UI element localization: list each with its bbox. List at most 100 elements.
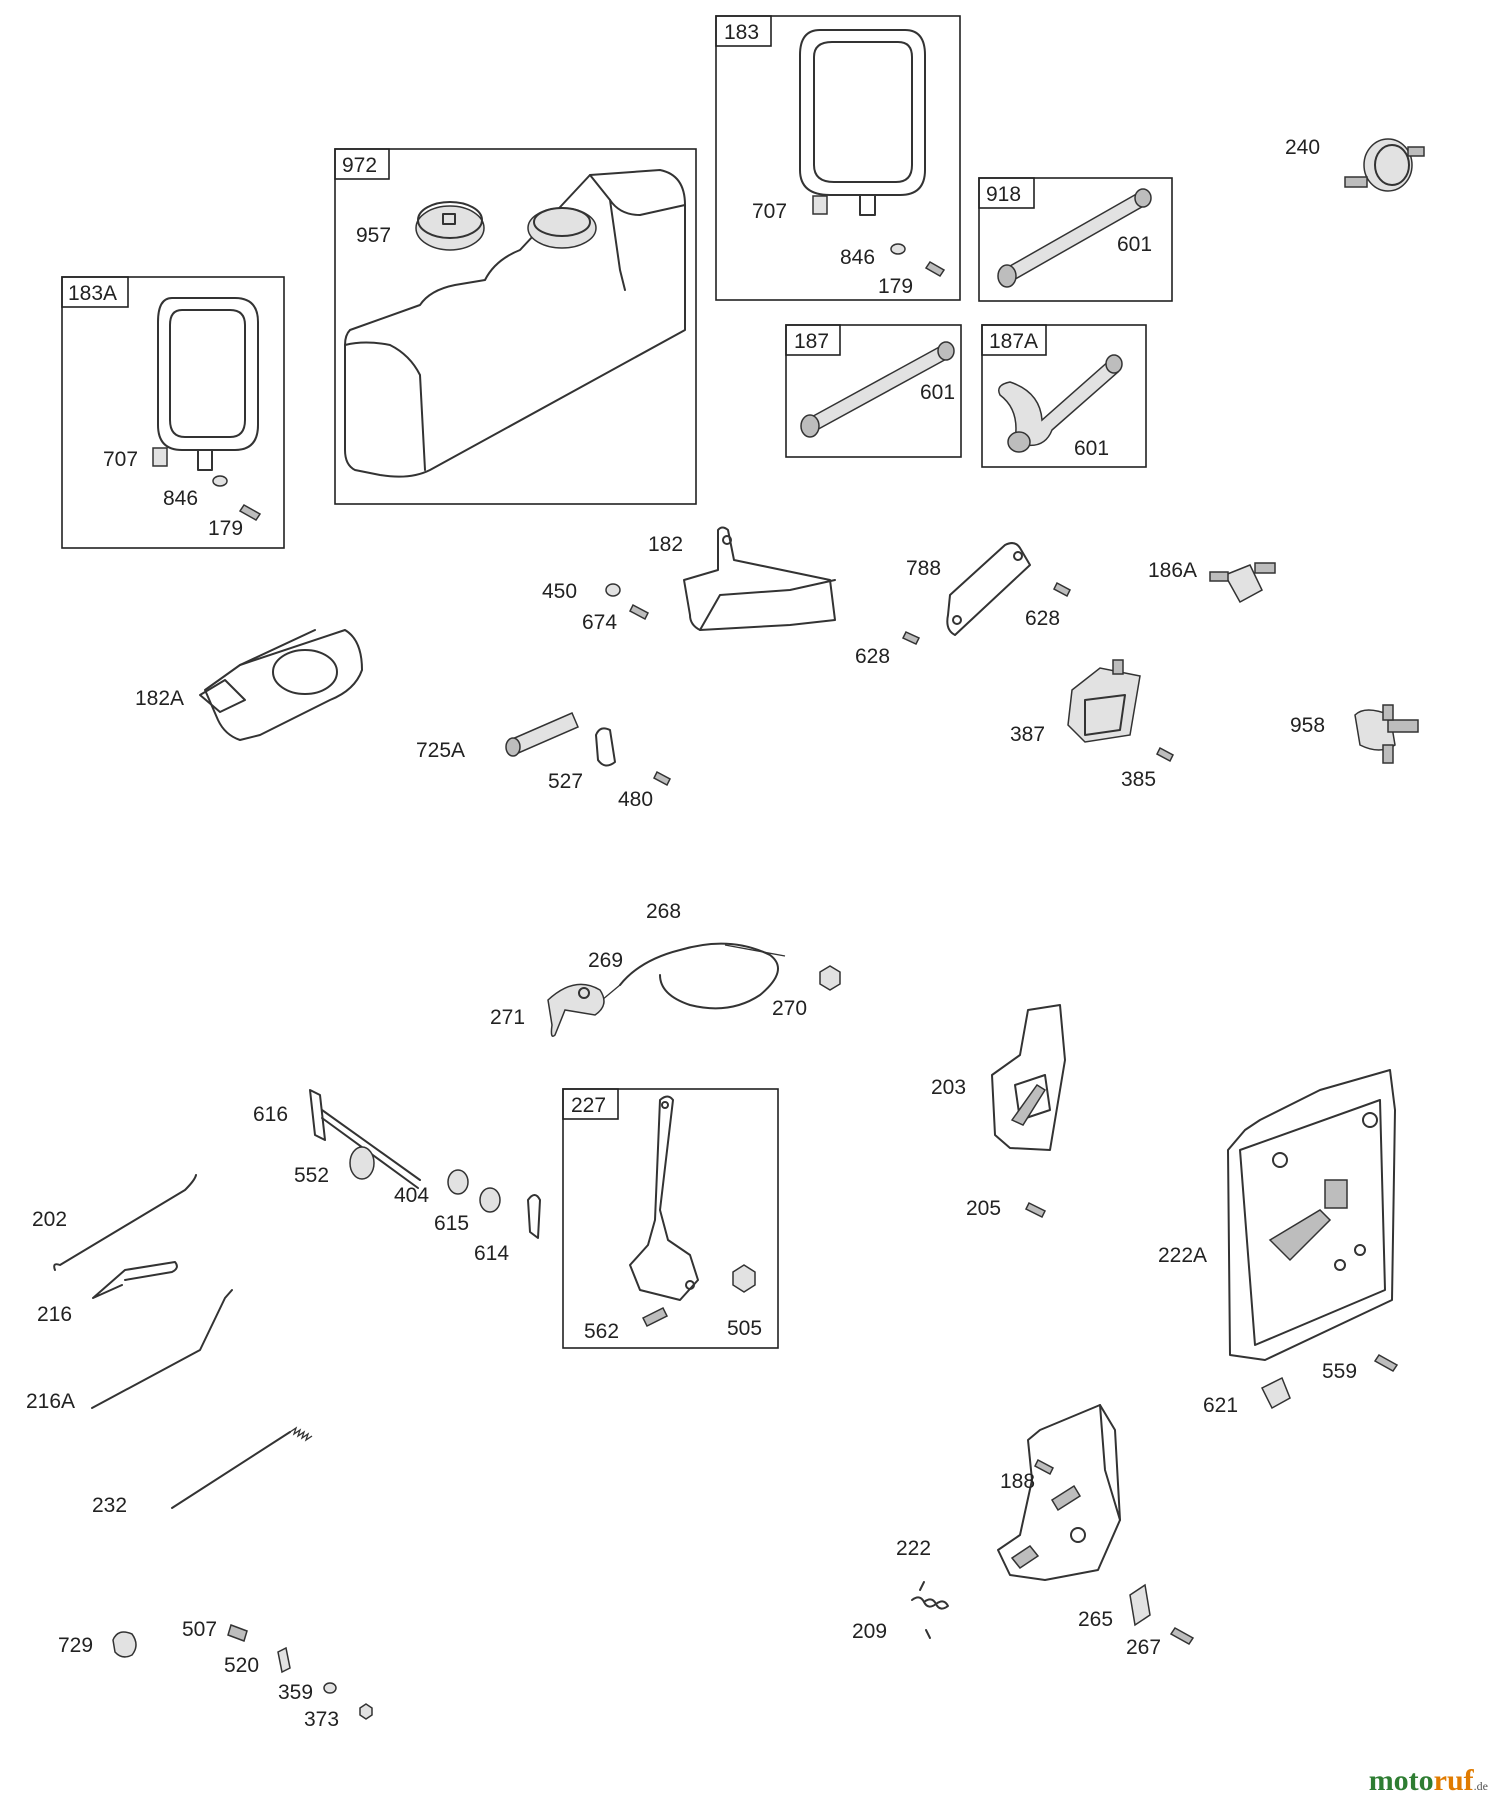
link-216A bbox=[91, 1289, 233, 1409]
screw-628b bbox=[901, 631, 921, 645]
fuel-filter-240 bbox=[1344, 138, 1425, 192]
fuel-line-elbow-187A bbox=[998, 354, 1123, 453]
label-268: 268 bbox=[646, 900, 681, 923]
label-387: 387 bbox=[1010, 723, 1045, 746]
label-450: 450 bbox=[542, 580, 577, 603]
elbow-fitting-186A bbox=[1209, 562, 1276, 604]
washer-450 bbox=[605, 583, 621, 597]
label-359: 359 bbox=[278, 1681, 313, 1704]
label-628: 628 bbox=[1025, 607, 1060, 630]
washer-404 bbox=[447, 1169, 469, 1195]
label-267: 267 bbox=[1126, 1636, 1161, 1659]
label-562: 562 bbox=[584, 1320, 619, 1343]
box-972-label: 972 bbox=[342, 154, 377, 177]
spring-209 bbox=[911, 1596, 949, 1610]
label-788: 788 bbox=[906, 557, 941, 580]
label-615: 615 bbox=[434, 1212, 469, 1235]
washer-359 bbox=[323, 1682, 337, 1694]
label-182A: 182A bbox=[135, 687, 184, 710]
label-621: 621 bbox=[1203, 1394, 1238, 1417]
label-373: 373 bbox=[304, 1708, 339, 1731]
label-188: 188 bbox=[1000, 1470, 1035, 1493]
fuel-line-187 bbox=[800, 341, 955, 438]
box-918: 918 601 bbox=[978, 177, 1173, 302]
label-559: 559 bbox=[1322, 1360, 1357, 1383]
fuel-cap-957 bbox=[415, 201, 485, 251]
label-520: 520 bbox=[224, 1654, 259, 1677]
control-plate-222 bbox=[997, 1404, 1121, 1581]
label-957: 957 bbox=[356, 224, 391, 247]
shield-182 bbox=[683, 526, 836, 631]
label-202: 202 bbox=[32, 1208, 67, 1231]
box-187A: 187A 601 bbox=[981, 324, 1147, 468]
label-614: 614 bbox=[474, 1242, 509, 1265]
bushing-552 bbox=[349, 1146, 375, 1180]
clip-707 bbox=[152, 447, 168, 467]
label-616: 616 bbox=[253, 1103, 288, 1126]
box-187A-label: 187A bbox=[989, 330, 1038, 353]
fuel-pump-387 bbox=[1067, 659, 1141, 743]
label-222: 222 bbox=[896, 1537, 931, 1560]
washer-846 bbox=[212, 475, 228, 487]
clip-520 bbox=[277, 1646, 291, 1674]
screw-188 bbox=[1034, 1458, 1054, 1476]
screw-179 bbox=[238, 504, 262, 521]
screw-480 bbox=[653, 770, 671, 787]
box-183A-label: 183A bbox=[68, 282, 117, 305]
screw-267 bbox=[1169, 1627, 1195, 1645]
screw-562 bbox=[641, 1306, 669, 1328]
label-725A: 725A bbox=[416, 739, 465, 762]
label-271: 271 bbox=[490, 1006, 525, 1029]
fuel-shutoff-958 bbox=[1354, 704, 1419, 764]
clamp-527 bbox=[595, 727, 616, 767]
box-183: 183 707 846 179 bbox=[715, 15, 961, 301]
lever-271 bbox=[547, 983, 605, 1037]
label-232: 232 bbox=[92, 1494, 127, 1517]
label-846: 846 bbox=[163, 487, 198, 510]
label-527: 527 bbox=[548, 770, 583, 793]
governor-spring-rod-232 bbox=[171, 1426, 313, 1509]
control-bracket-203 bbox=[991, 1004, 1066, 1151]
fuel-tank-strap-183 bbox=[799, 29, 926, 216]
label-222A: 222A bbox=[1158, 1244, 1207, 1267]
label-216A: 216A bbox=[26, 1390, 75, 1413]
screw-205 bbox=[1024, 1201, 1047, 1219]
label-601: 601 bbox=[1074, 437, 1109, 460]
label-186A: 186A bbox=[1148, 559, 1197, 582]
screw-385 bbox=[1156, 746, 1174, 763]
spring-209-hooks bbox=[919, 1581, 931, 1639]
screw-628 bbox=[1053, 581, 1071, 598]
label-203: 203 bbox=[931, 1076, 966, 1099]
box-918-label: 918 bbox=[986, 183, 1021, 206]
link-216 bbox=[92, 1261, 178, 1299]
label-216: 216 bbox=[37, 1303, 72, 1326]
label-507: 507 bbox=[182, 1618, 217, 1641]
label-552: 552 bbox=[294, 1164, 329, 1187]
label-209: 209 bbox=[852, 1620, 887, 1643]
label-601: 601 bbox=[1117, 233, 1152, 256]
link-202 bbox=[53, 1174, 197, 1271]
label-729: 729 bbox=[58, 1634, 93, 1657]
fuel-tank bbox=[344, 169, 686, 478]
label-385: 385 bbox=[1121, 768, 1156, 791]
sleeve-725A bbox=[505, 712, 579, 757]
label-205: 205 bbox=[966, 1197, 1001, 1220]
label-707: 707 bbox=[752, 200, 787, 223]
fuel-tank-strap-183A bbox=[157, 297, 259, 471]
clip-729 bbox=[112, 1631, 137, 1658]
label-628b: 628 bbox=[855, 645, 890, 668]
label-269: 269 bbox=[588, 949, 623, 972]
label-480: 480 bbox=[618, 788, 653, 811]
bracket-788 bbox=[946, 542, 1031, 636]
hairpin-614 bbox=[527, 1194, 541, 1239]
box-227: 227 562 505 bbox=[562, 1088, 779, 1349]
label-179: 179 bbox=[208, 517, 243, 540]
clip-707 bbox=[812, 195, 828, 215]
control-plate-222A bbox=[1227, 1069, 1396, 1361]
label-265: 265 bbox=[1078, 1608, 1113, 1631]
shield-182A bbox=[199, 629, 363, 741]
label-179: 179 bbox=[878, 275, 913, 298]
box-972: 972 957 bbox=[334, 148, 697, 505]
label-270: 270 bbox=[772, 997, 807, 1020]
control-lever-227 bbox=[629, 1095, 699, 1301]
